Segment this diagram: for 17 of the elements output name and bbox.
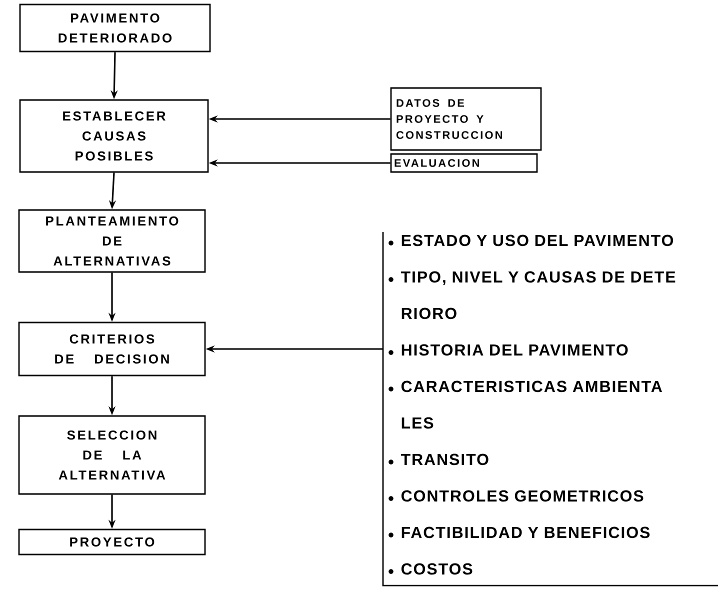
list-item: FACTIBILIDAD Y BENEFICIOS <box>402 526 650 538</box>
list-item: HISTORIA DEL PAVIMENTO <box>402 344 628 356</box>
process-box: PROYECTO <box>18 528 206 556</box>
list-item: CARACTERISTICAS AMBIENTA LES <box>401 380 662 429</box>
process-box: PAVIMENTO DETERIORADO <box>19 4 211 52</box>
list-item: COSTOS <box>401 563 472 575</box>
criteria-list <box>382 232 718 586</box>
input-box: EVALUACION <box>390 153 538 173</box>
list-item: TRANSITO <box>400 454 488 466</box>
list-item: CONTROLES GEOMETRICOS <box>401 490 644 502</box>
process-box: PLANTEAMIENTO DE ALTERNATIVAS <box>18 209 206 273</box>
process-box: ESTABLECER CAUSAS POSIBLES <box>19 99 209 173</box>
process-box: SELECCION DE LA ALTERNATIVA <box>18 415 206 495</box>
list-item: ESTADO Y USO DEL PAVIMENTO <box>402 234 674 246</box>
process-box: CRITERIOS DE DECISION <box>18 322 206 376</box>
list-item: TIPO, NIVEL Y CAUSAS DE DETE RIORO <box>400 271 676 320</box>
input-box: DATOS DE PROYECTO Y CONSTRUCCION <box>390 87 542 151</box>
